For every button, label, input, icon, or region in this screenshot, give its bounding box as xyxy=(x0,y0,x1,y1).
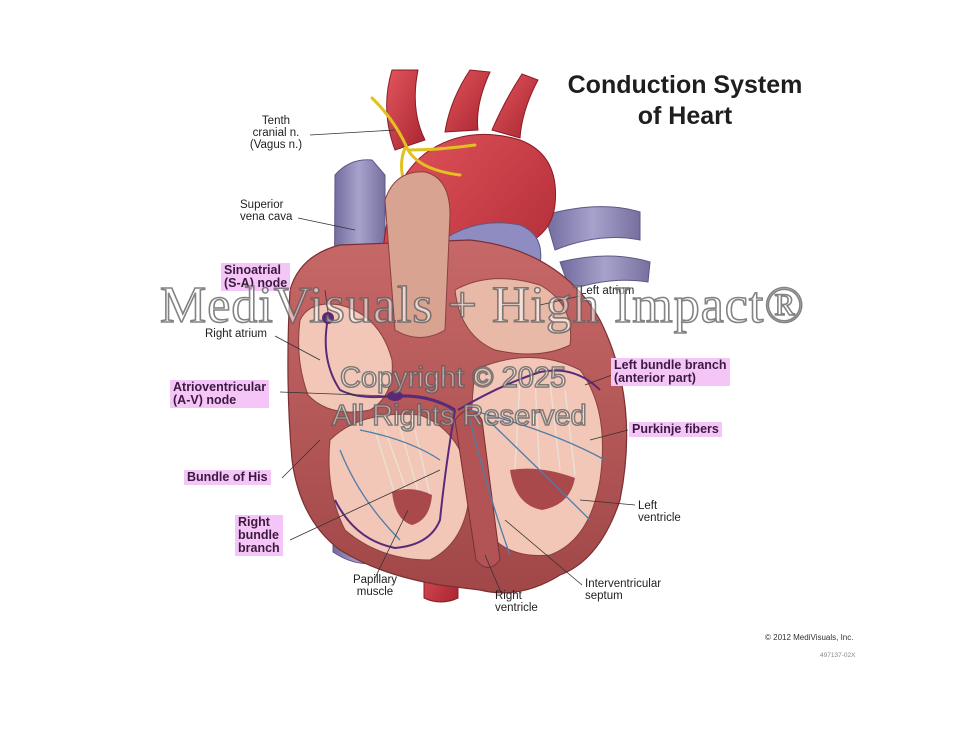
label-rbb-line-2: bundle xyxy=(238,528,279,542)
aorta-branch-3 xyxy=(491,73,539,139)
aortic-root-interior xyxy=(384,171,451,338)
label-left-ventricle-line-1: Left xyxy=(638,500,658,512)
label-lbb-line-2: (anterior part) xyxy=(614,371,696,385)
label-left-bundle-branch: Left bundle branch (anterior part) xyxy=(611,358,730,386)
left-bundle-branch-path xyxy=(457,369,601,411)
label-rbb-line-1: Right xyxy=(238,515,270,529)
chordae-tendineae xyxy=(374,377,576,501)
label-rbb-line-3: branch xyxy=(238,541,280,555)
label-av-node: Atrioventricular (A-V) node xyxy=(170,380,270,408)
label-vagus-line-3: (Vagus n.) xyxy=(249,139,303,151)
interventricular-septum xyxy=(454,409,501,568)
label-left-atrium: Left atrium xyxy=(580,285,635,297)
label-right-atrium: Right atrium xyxy=(205,328,267,340)
label-superior-vena-cava: Superior vena cava xyxy=(240,199,292,223)
label-sa-node: Sinoatrial (S-A) node xyxy=(221,263,291,291)
label-vagus-line-2: cranial n. xyxy=(252,127,300,139)
label-papillary-muscle: Papillary muscle xyxy=(340,574,410,598)
leader-lines xyxy=(274,129,636,591)
label-vagus-nerve: Tenth cranial n. (Vagus n.) xyxy=(236,115,316,151)
label-bundle-of-his: Bundle of His xyxy=(184,470,271,485)
title-line-2: of Heart xyxy=(637,102,733,130)
label-papillary-line-2: muscle xyxy=(356,586,394,598)
right-bundle-branch-path xyxy=(334,409,456,550)
internodal-pathway xyxy=(324,317,393,399)
right-atrium-chamber xyxy=(298,303,393,413)
label-papillary-line-1: Papillary xyxy=(352,574,398,586)
pulmonary-vein-right-lower xyxy=(559,255,651,291)
title-line-1: Conduction System xyxy=(567,71,803,99)
label-av-line-1: Atrioventricular xyxy=(173,380,267,394)
label-purkinje-fibers: Purkinje fibers xyxy=(629,422,722,437)
label-vagus-line-1: Tenth xyxy=(261,115,291,127)
watermark-line-3: All Rights Reserved xyxy=(331,399,587,433)
footer-copyright: © 2012 MediVisuals, Inc. xyxy=(765,633,854,642)
label-right-ventricle-line-1: Right xyxy=(495,590,522,602)
label-right-bundle-branch: Right bundle branch xyxy=(235,515,283,556)
purkinje-fibers-right xyxy=(339,429,441,541)
label-sa-line-2: (S-A) node xyxy=(224,276,288,290)
av-node xyxy=(387,391,403,401)
aorta-branch-2 xyxy=(444,69,491,133)
watermark-line-2: Copyright © 2025 xyxy=(339,361,567,395)
label-sa-line-1: Sinoatrial xyxy=(224,263,281,277)
label-interventricular-septum: Interventricular septum xyxy=(585,578,661,602)
label-av-line-2: (A-V) node xyxy=(173,393,237,407)
papillary-muscle-left xyxy=(510,468,575,510)
aorta-branch-1 xyxy=(386,69,426,151)
pulmonary-vein-right xyxy=(544,206,641,251)
label-right-ventricle-line-2: ventricle xyxy=(495,602,538,614)
bundle-of-his xyxy=(399,394,456,412)
left-atrium-chamber xyxy=(454,278,572,355)
papillary-muscle-right xyxy=(392,489,432,525)
footer-code: 497137-02X xyxy=(820,652,856,659)
label-right-ventricle: Right ventricle xyxy=(495,590,538,614)
purkinje-fibers-path xyxy=(469,409,606,556)
label-septum-line-1: Interventricular xyxy=(585,578,662,590)
label-svc-line-1: Superior xyxy=(240,199,284,211)
right-ventricle-chamber xyxy=(328,413,471,561)
label-svc-line-2: vena cava xyxy=(240,211,293,223)
label-left-ventricle-line-2: ventricle xyxy=(638,512,681,524)
watermark-line-1: MediVisuals + High Impact® xyxy=(159,276,805,335)
label-septum-line-2: septum xyxy=(585,590,623,602)
diagram-title: Conduction System of Heart xyxy=(540,70,830,132)
label-lbb-line-1: Left bundle branch xyxy=(614,358,727,372)
label-left-ventricle: Left ventricle xyxy=(638,500,681,524)
